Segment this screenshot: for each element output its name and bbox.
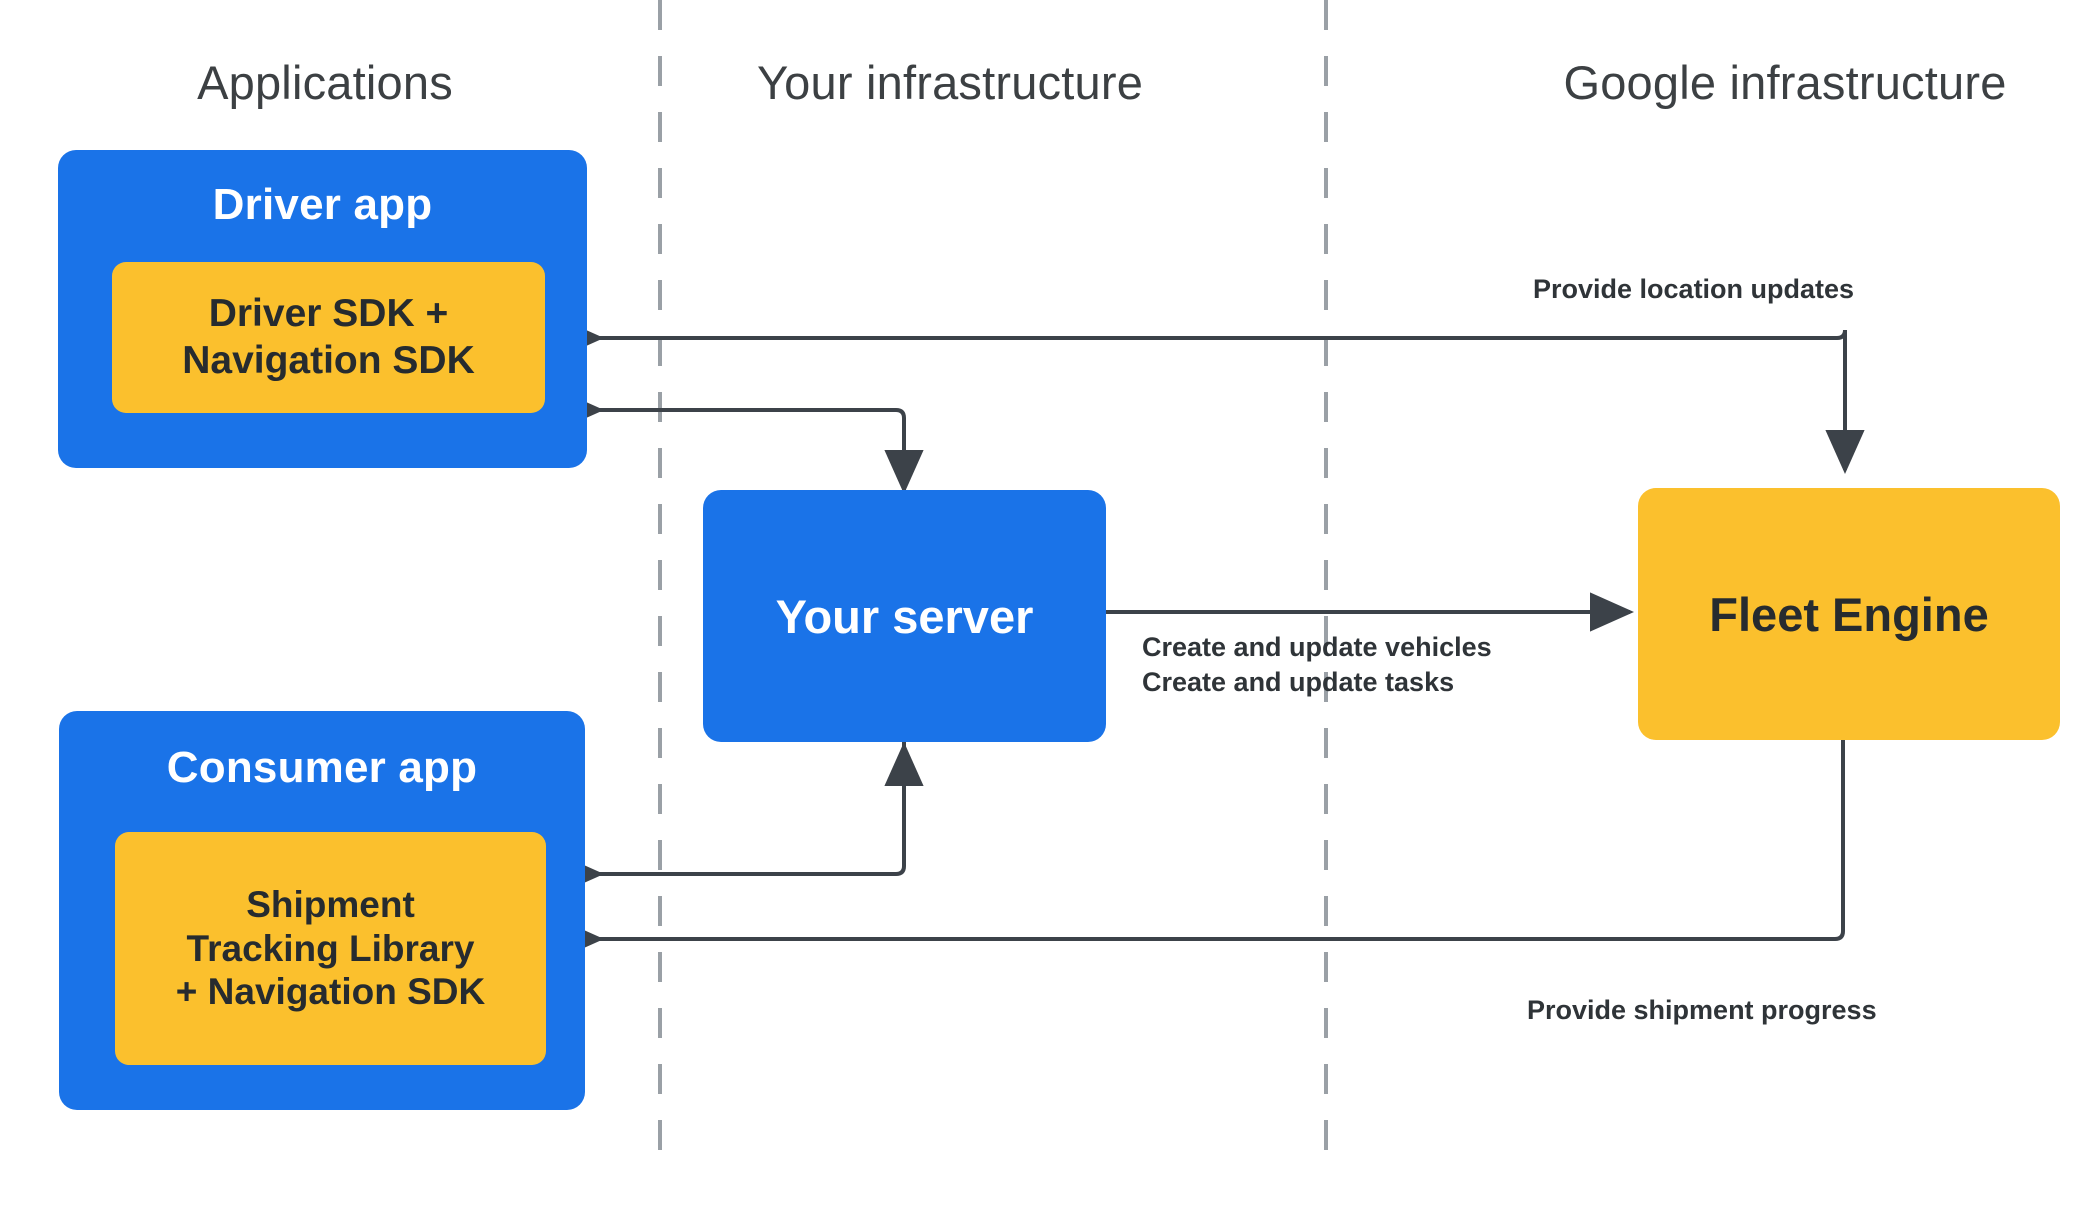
node-consumer-app[interactable]: Consumer app Shipment Tracking Library +…: [59, 711, 585, 1110]
edge-label-location-updates: Provide location updates: [1533, 274, 1855, 304]
node-driver-app-title: Driver app: [212, 180, 433, 229]
node-driver-sdk-line-1: Driver SDK +: [208, 292, 449, 336]
edge-location-updates-horizontal: [586, 329, 1847, 340]
node-driver-sdk-label: Driver SDK + Navigation SDK: [182, 291, 475, 383]
node-shipment-line-1: Shipment: [246, 884, 415, 926]
edge-server-to-driver: [586, 408, 906, 490]
node-your-server-label: Your server: [775, 589, 1034, 643]
node-your-server[interactable]: Your server: [703, 490, 1106, 742]
edge-label-create-and-update: Create and update vehicles Create and up…: [1142, 630, 1492, 699]
node-fleet-engine[interactable]: Fleet Engine: [1638, 488, 2060, 740]
node-shipment-tracking-library[interactable]: Shipment Tracking Library + Navigation S…: [115, 832, 546, 1065]
node-driver-sdk-line-2: Navigation SDK: [182, 338, 475, 382]
node-driver-app[interactable]: Driver app Driver SDK + Navigation SDK: [58, 150, 587, 468]
edge-label-shipment-progress: Provide shipment progress: [1527, 995, 1877, 1025]
node-shipment-line-2: Tracking Library: [186, 927, 475, 969]
column-header-applications: Applications: [197, 56, 453, 109]
edge-server-to-consumer: [586, 742, 906, 876]
node-fleet-engine-label: Fleet Engine: [1709, 587, 1989, 641]
node-consumer-app-title: Consumer app: [166, 743, 478, 792]
column-header-your-infrastructure: Your infrastructure: [756, 56, 1144, 109]
node-driver-sdk[interactable]: Driver SDK + Navigation SDK: [112, 262, 545, 413]
column-header-google-infrastructure: Google infrastructure: [1563, 56, 2007, 109]
node-shipment-tracking-library-label: Shipment Tracking Library + Navigation S…: [176, 883, 485, 1014]
edge-label-create-vehicles: Create and update vehicles: [1142, 632, 1492, 662]
node-shipment-line-3: + Navigation SDK: [175, 971, 486, 1013]
edge-label-create-tasks: Create and update tasks: [1142, 666, 1455, 697]
edge-shipment-progress: [586, 740, 1845, 941]
